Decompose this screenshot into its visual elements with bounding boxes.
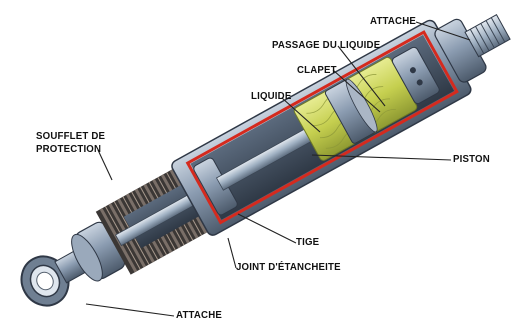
label-soufflet-line-2: PROTECTION xyxy=(36,143,105,156)
label-joint-d-etancheite: JOINT D'ÉTANCHEITE xyxy=(236,261,341,273)
label-attache-bottom: ATTACHE xyxy=(176,309,222,321)
label-soufflet-line-1: SOUFFLET DE xyxy=(36,130,105,143)
label-soufflet-de-protection: SOUFFLET DE PROTECTION xyxy=(36,130,105,156)
label-attache-top: ATTACHE xyxy=(370,15,416,27)
label-clapet: CLAPET xyxy=(297,64,337,76)
label-liquide: LIQUIDE xyxy=(251,90,291,102)
label-piston: PISTON xyxy=(453,153,490,165)
label-tige: TIGE xyxy=(296,236,319,248)
label-passage-du-liquide: PASSAGE DU LIQUIDE xyxy=(272,39,380,51)
